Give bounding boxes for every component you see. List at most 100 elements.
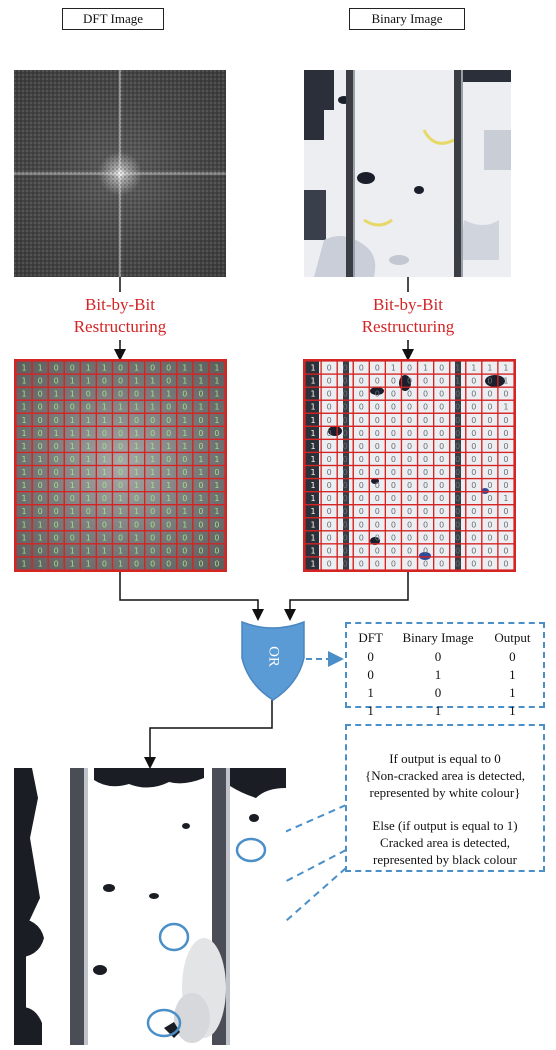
bit-value: 1 — [38, 364, 43, 373]
bit-value: 0 — [166, 533, 171, 542]
bit-value: 1 — [471, 364, 476, 373]
bit-value: 0 — [375, 416, 380, 425]
bit-value: 0 — [439, 520, 444, 529]
note-line-5: Cracked area is detected, — [380, 835, 510, 850]
bit-value: 0 — [375, 429, 380, 438]
bit-value: 0 — [471, 416, 476, 425]
note-line-4: Else (if output is equal to 1) — [372, 818, 518, 833]
bit-value: 0 — [182, 533, 187, 542]
bit-value: 0 — [391, 416, 396, 425]
bit-value: 0 — [182, 403, 187, 412]
bit-value: 0 — [54, 546, 59, 555]
bit-value: 0 — [455, 481, 460, 490]
bit-value: 0 — [487, 377, 492, 386]
bit-value: 0 — [487, 429, 492, 438]
bit-value: 0 — [182, 390, 187, 399]
bit-value: 1 — [198, 455, 203, 464]
bit-value: 0 — [375, 533, 380, 542]
bit-value: 0 — [118, 481, 123, 490]
bit-value: 0 — [38, 429, 43, 438]
bit-value: 0 — [439, 403, 444, 412]
bit-value: 0 — [38, 377, 43, 386]
bit-value: 0 — [343, 377, 348, 386]
bit-value: 1 — [134, 442, 139, 451]
bit-value: 0 — [407, 429, 412, 438]
bit-value: 0 — [166, 546, 171, 555]
bit-value: 0 — [359, 377, 364, 386]
bit-value: 0 — [70, 455, 75, 464]
bit-value: 0 — [343, 442, 348, 451]
bit-value: 0 — [391, 377, 396, 386]
bit-value: 0 — [487, 520, 492, 529]
bit-value: 0 — [423, 559, 428, 568]
bit-value: 0 — [134, 520, 139, 529]
bit-value: 0 — [455, 416, 460, 425]
bit-value: 0 — [38, 494, 43, 503]
bit-value: 0 — [182, 481, 187, 490]
bit-value: 1 — [54, 429, 59, 438]
bit-value: 0 — [423, 468, 428, 477]
bit-value: 0 — [391, 390, 396, 399]
bit-value: 0 — [471, 533, 476, 542]
bit-value: 0 — [391, 494, 396, 503]
bit-value: 1 — [310, 520, 315, 529]
bit-value: 0 — [359, 455, 364, 464]
bit-value: 0 — [166, 416, 171, 425]
bit-value: 0 — [359, 533, 364, 542]
bit-value: 0 — [375, 455, 380, 464]
bit-value: 1 — [503, 403, 508, 412]
bit-value: 0 — [423, 455, 428, 464]
bit-value: 1 — [182, 520, 187, 529]
bit-value: 0 — [423, 416, 428, 425]
bit-value: 0 — [423, 520, 428, 529]
bit-value: 0 — [198, 416, 203, 425]
bit-value: 1 — [118, 520, 123, 529]
bit-value: 0 — [471, 520, 476, 529]
bit-value: 0 — [471, 403, 476, 412]
bit-value: 0 — [214, 533, 219, 542]
note-line-2: {Non-cracked area is detected, — [365, 768, 525, 783]
bit-value: 0 — [182, 546, 187, 555]
bit-value: 1 — [70, 442, 75, 451]
bit-value: 0 — [54, 507, 59, 516]
bit-value: 1 — [310, 559, 315, 568]
bit-value: 1 — [150, 442, 155, 451]
bit-value: 0 — [214, 546, 219, 555]
bit-value: 1 — [38, 559, 43, 568]
bit-value: 0 — [439, 507, 444, 516]
bit-value: 0 — [198, 520, 203, 529]
restructuring-right-line2: Restructuring — [361, 317, 455, 336]
bit-value: 1 — [310, 455, 315, 464]
bit-value: 1 — [310, 416, 315, 425]
bit-value: 0 — [407, 364, 412, 373]
bit-value: 1 — [118, 559, 123, 568]
bit-value: 1 — [134, 364, 139, 373]
bit-value: 0 — [150, 507, 155, 516]
crack-detection-result-image — [14, 768, 286, 1045]
bit-value: 0 — [359, 429, 364, 438]
bit-value: 0 — [407, 481, 412, 490]
bit-value: 1 — [134, 403, 139, 412]
bit-value: 0 — [487, 533, 492, 542]
bit-value: 0 — [54, 494, 59, 503]
bit-value: 1 — [118, 507, 123, 516]
bit-value: 0 — [54, 377, 59, 386]
bit-value: 0 — [166, 520, 171, 529]
bit-value: 1 — [118, 416, 123, 425]
bit-value: 1 — [150, 403, 155, 412]
bit-value: 1 — [21, 390, 26, 399]
bit-value: 0 — [54, 416, 59, 425]
bit-value: 1 — [134, 507, 139, 516]
bit-value: 1 — [150, 481, 155, 490]
bit-value: 1 — [150, 455, 155, 464]
restructuring-title-left: Bit-by-Bit Restructuring — [30, 294, 210, 338]
bit-value: 0 — [343, 468, 348, 477]
bit-value: 0 — [455, 546, 460, 555]
bit-value: 1 — [38, 520, 43, 529]
bit-value: 1 — [21, 559, 26, 568]
dft-image-label: DFT Image — [62, 8, 164, 30]
bit-value: 0 — [327, 377, 332, 386]
bit-value: 0 — [455, 403, 460, 412]
bit-value: 1 — [182, 377, 187, 386]
bit-value: 0 — [503, 546, 508, 555]
